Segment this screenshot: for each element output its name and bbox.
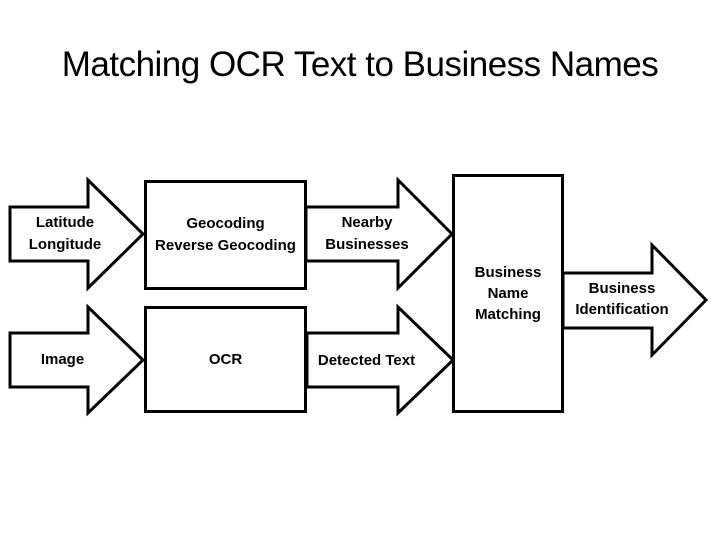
arrow-image-shape bbox=[8, 303, 146, 417]
box-business-name-matching-label: Business Name Matching bbox=[474, 264, 542, 323]
arrow-business-identification-label: Business Identification bbox=[575, 280, 669, 318]
box-ocr-label: OCR bbox=[208, 350, 243, 368]
arrow-nearby-businesses-label: Nearby Businesses bbox=[325, 214, 409, 253]
box-business-name-matching: Business Name Matching bbox=[452, 174, 564, 413]
arrow-nearby-businesses-shape bbox=[304, 176, 455, 292]
arrow-image-label: Image bbox=[40, 351, 85, 368]
arrow-detected-text-shape bbox=[305, 303, 456, 417]
arrow-lat-long-shape bbox=[8, 176, 146, 292]
arrow-lat-long-label: Latitude Longitude bbox=[28, 214, 102, 253]
box-geocoding: Geocoding Reverse Geocoding bbox=[144, 180, 307, 290]
arrow-detected-text-label: Detected Text bbox=[317, 352, 416, 369]
slide-title: Matching OCR Text to Business Names bbox=[61, 45, 659, 84]
box-ocr: OCR bbox=[144, 306, 307, 413]
arrow-business-identification-shape bbox=[561, 241, 709, 359]
box-geocoding-label: Geocoding Reverse Geocoding bbox=[155, 215, 296, 254]
